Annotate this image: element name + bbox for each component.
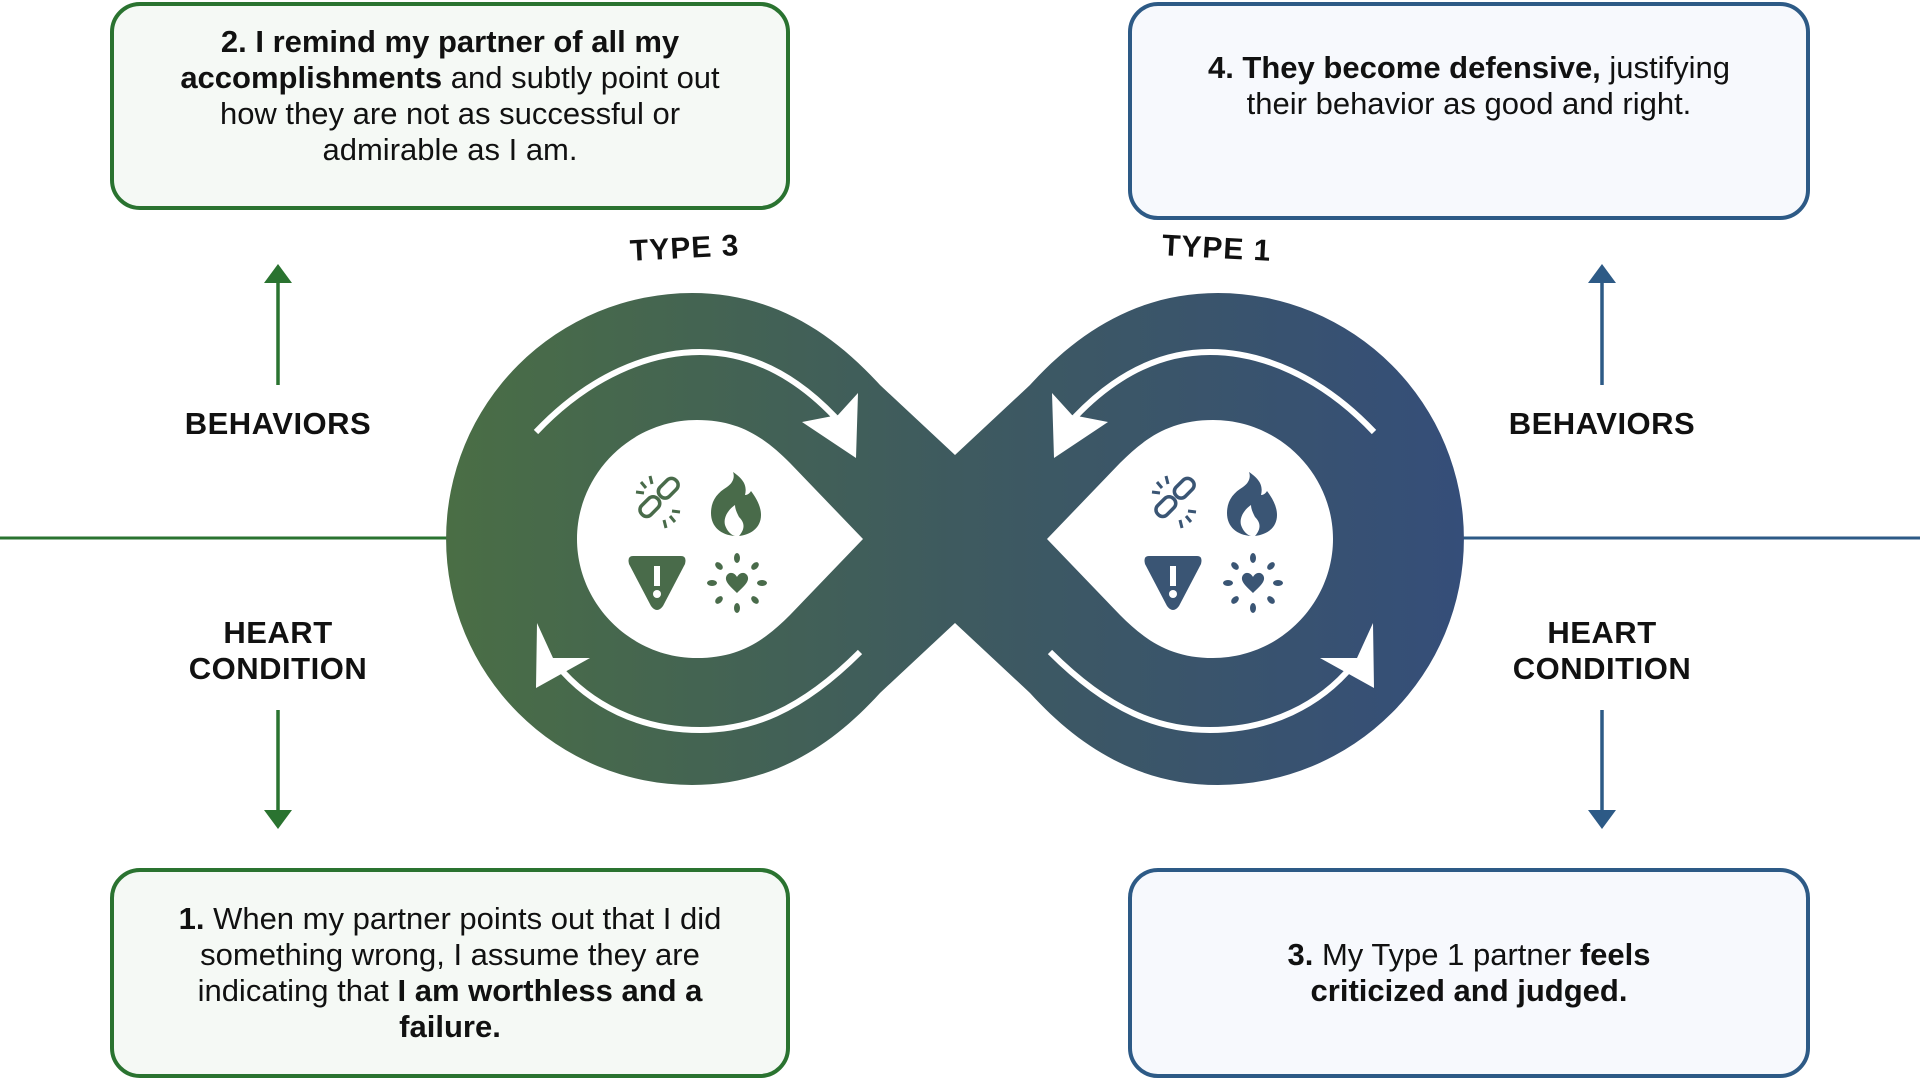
step-1-box: 1. When my partner points out that I did… [110, 868, 790, 1078]
type-3-label: TYPE 3 [629, 229, 741, 268]
left-down-arrow [264, 710, 292, 829]
left-loop-arrows [533, 348, 863, 734]
step-1-text: 1. When my partner points out that I did… [154, 901, 746, 1045]
step-1-bold: I am worthless and a failure. [397, 973, 703, 1044]
left-heart-line2: CONDITION [188, 651, 368, 686]
left-behaviors-label: BEHAVIORS [184, 406, 372, 441]
right-heart-line1: HEART [1547, 615, 1657, 650]
left-bottom-arrowhead [536, 623, 590, 688]
right-bottom-arrowhead [1320, 623, 1374, 688]
step-4-text: 4. They become defensive, justifying the… [1202, 50, 1736, 122]
heart-burst-icon [707, 553, 767, 613]
step-2-box: 2. I remind my partner of all my accompl… [110, 2, 790, 210]
left-top-arrowhead [802, 393, 858, 458]
step-3-normal: My Type 1 partner [1313, 937, 1580, 972]
warning-icon [628, 556, 686, 610]
type-1-label: TYPE 1 [1161, 229, 1273, 268]
step-1-normal: When my partner points out that I did so… [197, 901, 722, 1008]
flame-icon [1227, 472, 1277, 536]
right-heart-condition-label: HEART CONDITION [1452, 615, 1752, 687]
step-4-box: 4. They become defensive, justifying the… [1128, 2, 1810, 220]
warning-icon [1144, 556, 1202, 610]
step-4-bold: 4. They become defensive, [1207, 50, 1601, 85]
step-3-text: 3. My Type 1 partner feels criticized an… [1252, 937, 1686, 1009]
step-3-box: 3. My Type 1 partner feels criticized an… [1128, 868, 1810, 1078]
infinity-loop [446, 293, 1464, 785]
right-behaviors-label: BEHAVIORS [1508, 406, 1696, 441]
right-loop-arrows [1047, 348, 1377, 734]
step-2-normal: and subtly point out how they are not as… [219, 60, 720, 167]
right-up-arrow [1588, 264, 1616, 385]
step-2-text: 2. I remind my partner of all my accompl… [154, 24, 746, 168]
step-3-bold: feels criticized and judged. [1310, 937, 1651, 1008]
left-heart-condition-label: HEART CONDITION [128, 615, 428, 687]
right-down-arrow [1588, 710, 1616, 829]
right-top-arrowhead [1052, 393, 1108, 458]
right-heart-line2: CONDITION [1512, 651, 1692, 686]
left-up-arrow [264, 264, 292, 385]
step-3-number: 3. [1287, 937, 1314, 972]
step-4-normal: justifying their behavior as good and ri… [1246, 50, 1731, 121]
flame-icon [711, 472, 761, 536]
heart-burst-icon [1223, 553, 1283, 613]
left-heart-line1: HEART [223, 615, 333, 650]
step-2-bold: 2. I remind my partner of all my accompl… [180, 24, 680, 95]
step-1-number: 1. [178, 901, 205, 936]
